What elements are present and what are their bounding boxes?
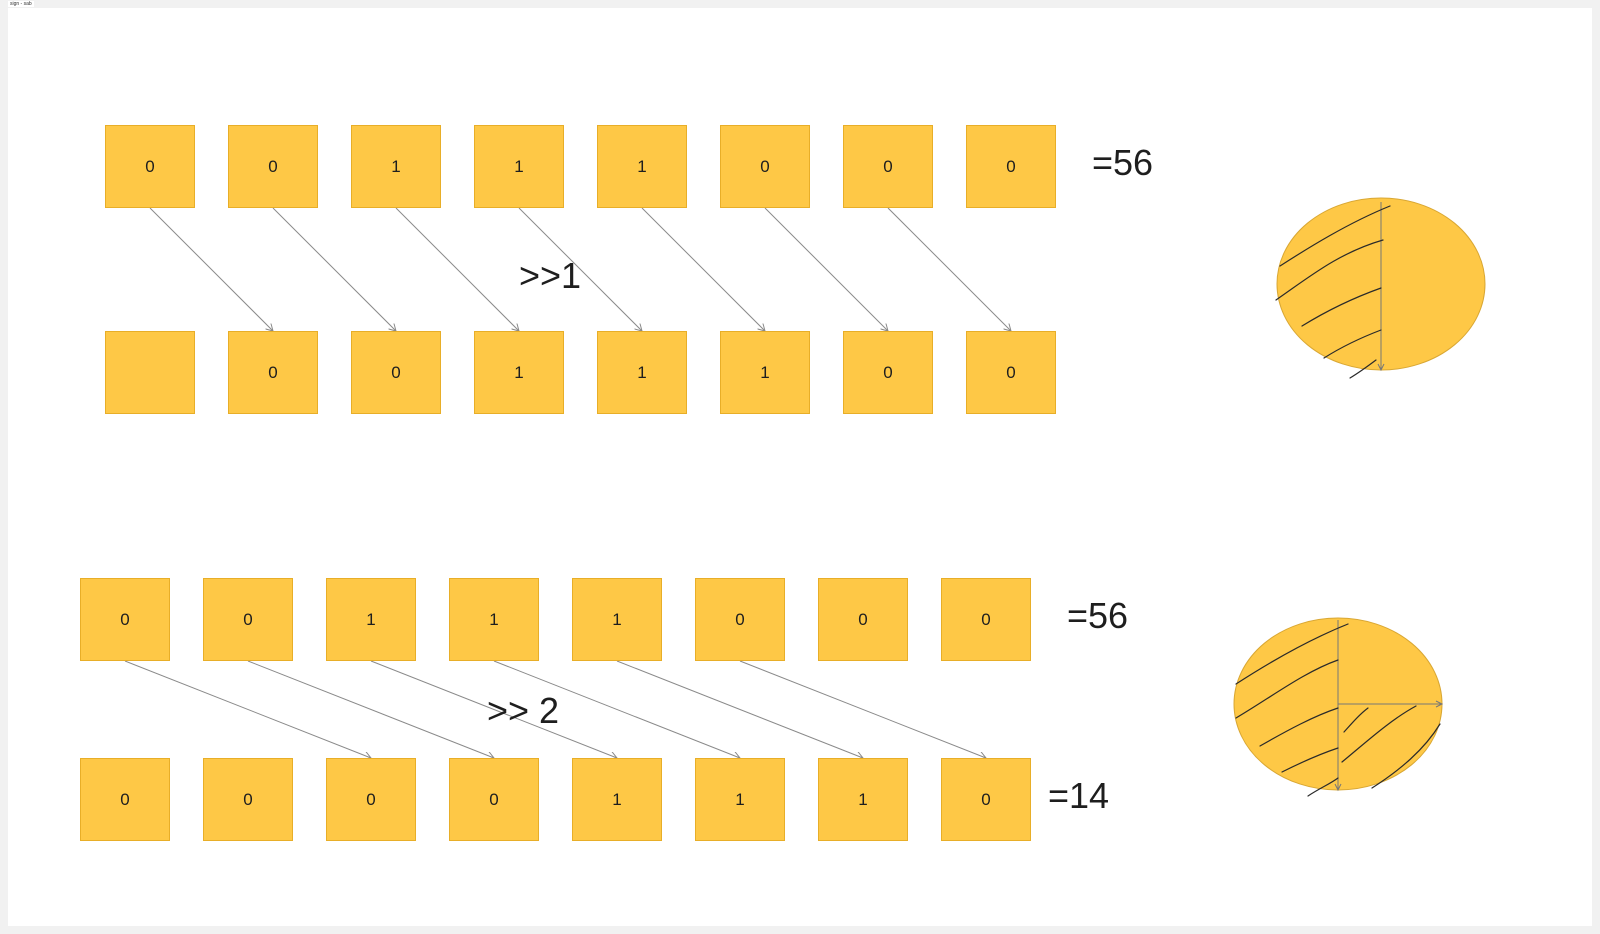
bottom-output-bit-2[interactable]: 0 bbox=[326, 758, 416, 841]
top-output-bit-0[interactable] bbox=[105, 331, 195, 414]
bottom-input-value-label[interactable]: =56 bbox=[1067, 595, 1129, 636]
top-shift-arrow-5[interactable] bbox=[764, 207, 888, 331]
top-input-bit-0[interactable]: 0 bbox=[105, 125, 195, 208]
bottom-shift-arrow-5[interactable] bbox=[739, 660, 986, 758]
bottom-sketch-horizontal-arrow bbox=[1435, 700, 1444, 708]
bottom-shift-arrow-3[interactable] bbox=[493, 660, 740, 758]
top-sketch-hatching bbox=[1275, 205, 1391, 379]
top-input-bit-2[interactable]: 1 bbox=[351, 125, 441, 208]
top-output-bit-7[interactable]: 0 bbox=[966, 331, 1056, 414]
top-sketch-divider-arrow bbox=[1377, 363, 1385, 372]
bottom-sketch-vertical-arrow bbox=[1334, 783, 1342, 792]
bottom-output-bit-3[interactable]: 0 bbox=[449, 758, 539, 841]
bottom-operator-label[interactable]: >> 2 bbox=[487, 690, 560, 731]
bottom-input-bit-2[interactable]: 1 bbox=[326, 578, 416, 661]
bottom-output-bit-1[interactable]: 0 bbox=[203, 758, 293, 841]
bottom-output-bit-4[interactable]: 1 bbox=[572, 758, 662, 841]
bottom-shift-arrow-1[interactable] bbox=[247, 660, 494, 758]
top-input-bit-7[interactable]: 0 bbox=[966, 125, 1056, 208]
top-half-circle-sketch[interactable] bbox=[8, 8, 1592, 926]
bottom-output-bit-6[interactable]: 1 bbox=[818, 758, 908, 841]
top-shift-arrow-0[interactable] bbox=[149, 207, 273, 331]
top-output-bit-2[interactable]: 0 bbox=[351, 331, 441, 414]
bottom-input-bit-5[interactable]: 0 bbox=[695, 578, 785, 661]
board-tab-label: sign - sab bbox=[8, 1, 34, 7]
bottom-sketch-hatching bbox=[1235, 623, 1441, 797]
bottom-output-value-label[interactable]: =14 bbox=[1048, 775, 1110, 816]
bottom-input-bit-3[interactable]: 1 bbox=[449, 578, 539, 661]
top-input-bit-4[interactable]: 1 bbox=[597, 125, 687, 208]
bottom-output-bit-5[interactable]: 1 bbox=[695, 758, 785, 841]
top-shift-arrow-3[interactable] bbox=[518, 207, 642, 331]
top-input-bit-3[interactable]: 1 bbox=[474, 125, 564, 208]
top-shift-arrow-4[interactable] bbox=[641, 207, 765, 331]
top-shift-arrow-2[interactable] bbox=[395, 207, 519, 331]
bottom-output-bit-0[interactable]: 0 bbox=[80, 758, 170, 841]
top-input-bit-5[interactable]: 0 bbox=[720, 125, 810, 208]
bottom-output-bit-7[interactable]: 0 bbox=[941, 758, 1031, 841]
top-output-bit-6[interactable]: 0 bbox=[843, 331, 933, 414]
top-input-value-label[interactable]: =56 bbox=[1092, 142, 1154, 183]
bottom-shift-arrow-0[interactable] bbox=[124, 660, 371, 758]
bottom-input-bit-7[interactable]: 0 bbox=[941, 578, 1031, 661]
bottom-input-bit-0[interactable]: 0 bbox=[80, 578, 170, 661]
top-output-bit-3[interactable]: 1 bbox=[474, 331, 564, 414]
top-output-bit-1[interactable]: 0 bbox=[228, 331, 318, 414]
top-output-bit-4[interactable]: 1 bbox=[597, 331, 687, 414]
top-input-bit-6[interactable]: 0 bbox=[843, 125, 933, 208]
bottom-shift-arrow-2[interactable] bbox=[370, 660, 617, 758]
whiteboard-canvas[interactable]: 0 0 1 1 1 0 0 0 =56 >>1 0 0 1 1 1 0 0 0 … bbox=[8, 8, 1592, 926]
shift-arrows-layer bbox=[124, 207, 1592, 926]
bottom-shift-arrow-4[interactable] bbox=[616, 660, 863, 758]
top-shift-arrow-6[interactable] bbox=[887, 207, 1011, 331]
bottom-input-bit-4[interactable]: 1 bbox=[572, 578, 662, 661]
top-shift-arrow-1[interactable] bbox=[272, 207, 396, 331]
top-output-bit-5[interactable]: 1 bbox=[720, 331, 810, 414]
bottom-input-bit-6[interactable]: 0 bbox=[818, 578, 908, 661]
bottom-quarter-circle-sketch[interactable] bbox=[8, 8, 1592, 926]
top-input-bit-1[interactable]: 0 bbox=[228, 125, 318, 208]
top-operator-label[interactable]: >>1 bbox=[519, 255, 582, 296]
bottom-input-bit-1[interactable]: 0 bbox=[203, 578, 293, 661]
